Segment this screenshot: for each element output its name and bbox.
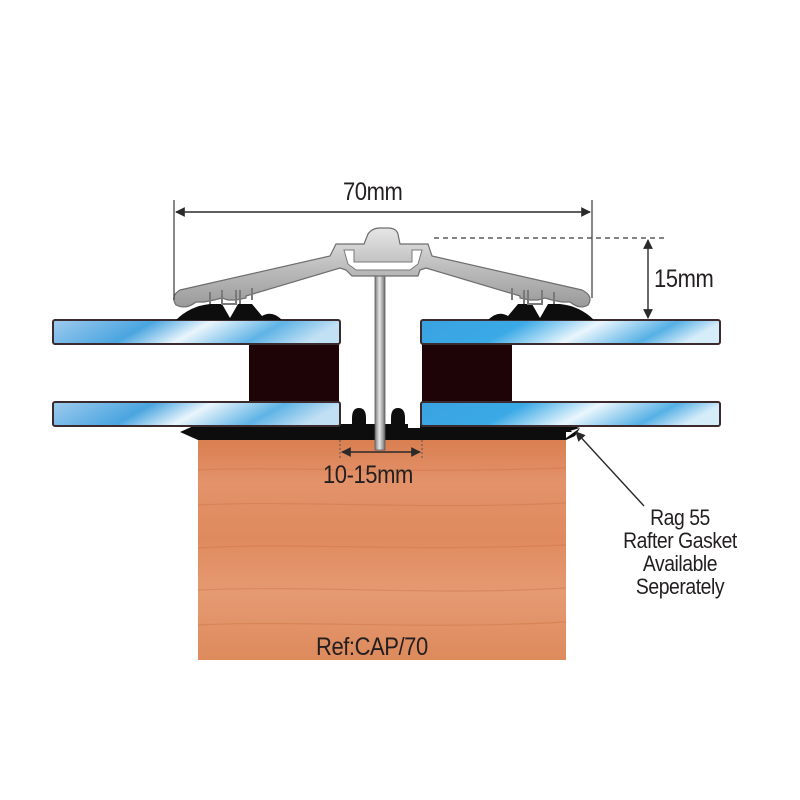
aluminium-top-cap: [173, 227, 591, 308]
reference-code-label: Ref:CAP/70: [316, 633, 428, 661]
gasket-callout-text: Rag 55 Rafter Gasket Available Seperatel…: [601, 506, 759, 598]
sheet-upper-right: [420, 319, 721, 345]
gasket-callout-leader: [575, 431, 645, 507]
gasket-callout-line-4: Seperately: [635, 574, 725, 599]
timber-rafter: [197, 438, 567, 660]
dimension-gap: [339, 440, 423, 458]
spacer-block-left: [249, 343, 339, 403]
glazing-sheets: [52, 319, 721, 427]
gasket-callout-line-2: Rafter Gasket: [623, 528, 737, 553]
cap-height-label: 15mm: [654, 265, 714, 293]
dimension-width: [173, 200, 593, 300]
cap-gaskets: [176, 304, 594, 320]
gasket-callout-line-1: Rag 55: [650, 505, 710, 530]
dimension-height: [434, 237, 664, 319]
sheet-lower-left: [52, 401, 341, 427]
sheet-lower-right: [420, 401, 721, 427]
rafter-gap-label: 10-15mm: [323, 461, 413, 489]
spacer-block-right: [422, 343, 512, 403]
gasket-callout-line-3: Available: [642, 551, 718, 576]
cap-width-label: 70mm: [343, 178, 403, 206]
sheet-upper-left: [52, 319, 341, 345]
